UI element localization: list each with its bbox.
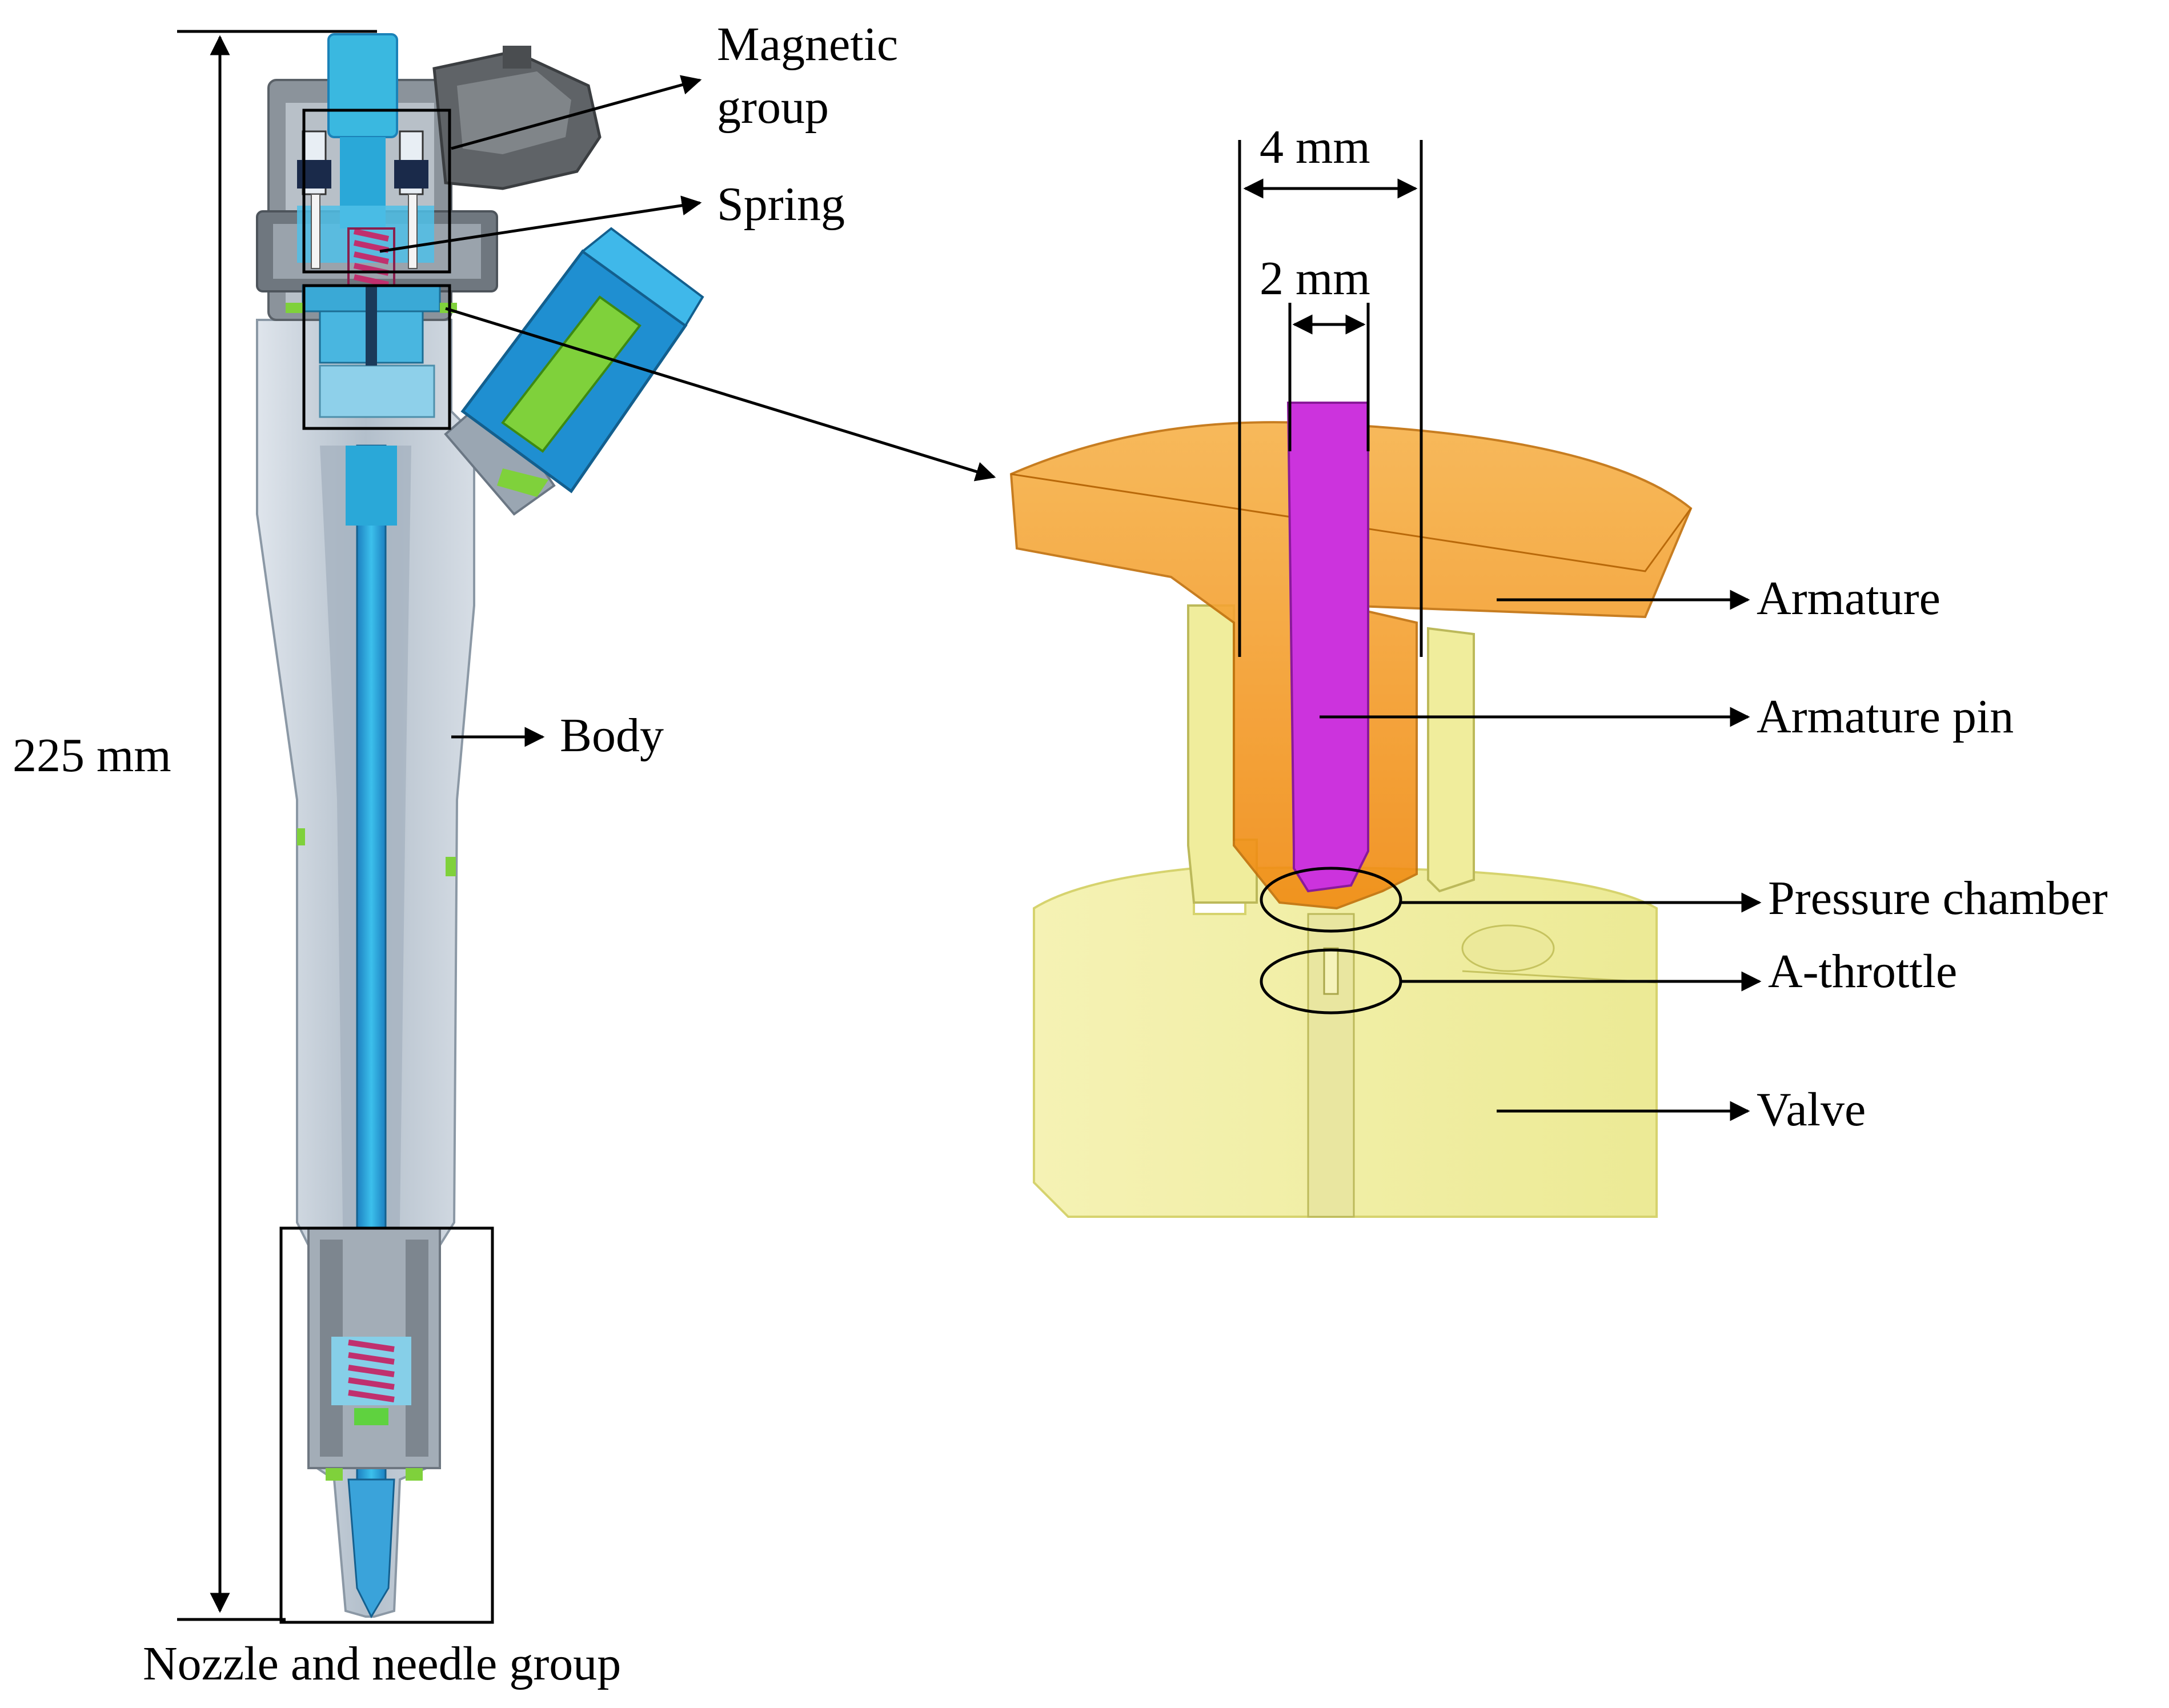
nozzle-group-box <box>279 1226 494 1624</box>
valve-group-box <box>302 284 451 430</box>
label-armature-pin: Armature pin <box>1757 690 2014 743</box>
annotations <box>177 30 1762 1624</box>
high-pressure-inlet <box>444 227 704 516</box>
text-labels: Magnetic group Spring Body 225 mm Nozzle… <box>13 18 2108 1690</box>
pressure-chamber-marker <box>1260 867 1402 933</box>
label-magnetic-group-1: Magnetic <box>717 18 898 71</box>
top-fuel-inlet <box>327 33 398 138</box>
label-outer-width: 4 mm <box>1260 121 1370 174</box>
label-body: Body <box>560 709 664 762</box>
label-spring: Spring <box>717 178 845 231</box>
label-armature: Armature <box>1757 572 1941 625</box>
magnetic-group-box <box>302 109 451 274</box>
label-a-throttle: A-throttle <box>1768 945 1957 998</box>
valve-detail-drawing <box>1009 402 1693 1218</box>
injector-drawing <box>256 33 704 1619</box>
nozzle-tip <box>347 1478 395 1619</box>
label-total-length: 225 mm <box>13 729 171 782</box>
label-magnetic-group-2: group <box>717 81 829 134</box>
label-nozzle-needle-group: Nozzle and needle group <box>143 1637 621 1690</box>
label-pressure-chamber: Pressure chamber <box>1768 872 2108 925</box>
label-pin-width: 2 mm <box>1260 252 1370 305</box>
label-valve: Valve <box>1757 1083 1866 1136</box>
nozzle-spring <box>348 1340 395 1402</box>
armature-pin-shape <box>1286 402 1369 893</box>
